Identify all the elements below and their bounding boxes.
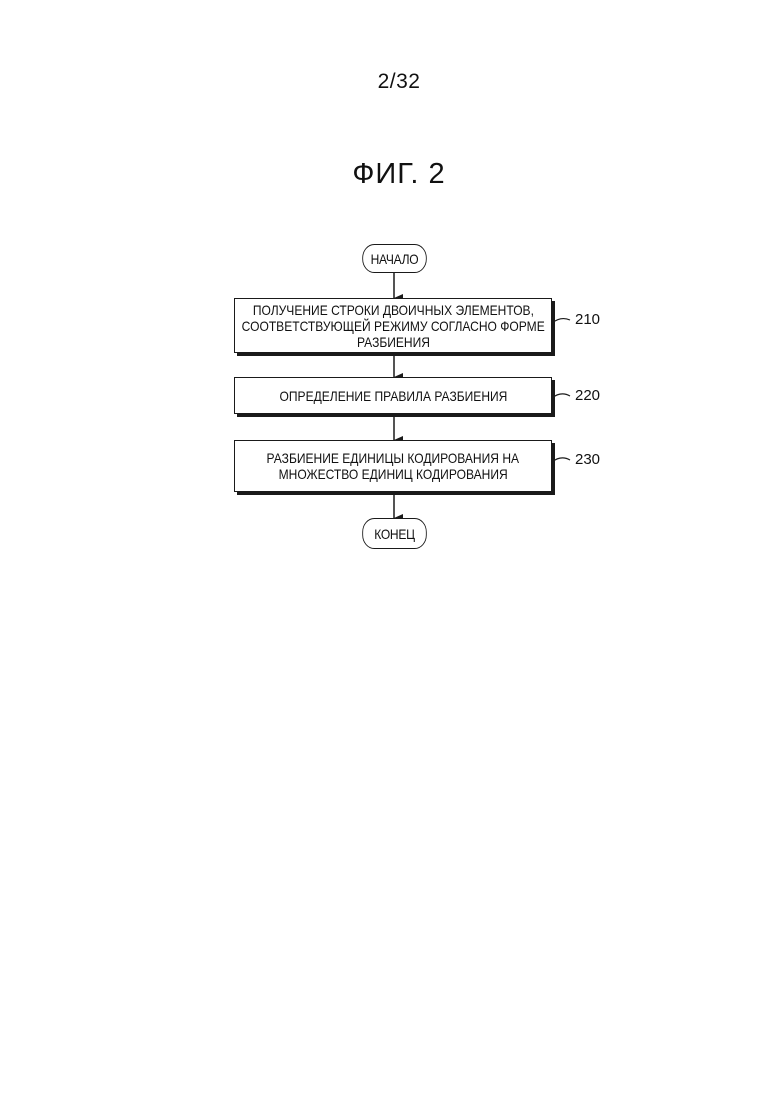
start-terminal: НАЧАЛО [362, 244, 427, 273]
step-230-line-1: РАЗБИЕНИЕ ЕДИНИЦЫ КОДИРОВАНИЯ НА [267, 450, 520, 466]
leader-230 [552, 458, 570, 462]
step-230-line-2: МНОЖЕСТВО ЕДИНИЦ КОДИРОВАНИЯ [278, 466, 507, 482]
step-210-line-1: ПОЛУЧЕНИЕ СТРОКИ ДВОИЧНЫХ ЭЛЕМЕНТОВ, [252, 302, 533, 318]
end-terminal: КОНЕЦ [362, 518, 427, 549]
step-220-line-1: ОПРЕДЕЛЕНИЕ ПРАВИЛА РАЗБИЕНИЯ [279, 388, 507, 404]
ref-numeral-220: 220 [575, 387, 600, 404]
start-label: НАЧАЛО [371, 251, 419, 267]
end-label: КОНЕЦ [374, 526, 415, 542]
step-210-line-2: СООТВЕТСТВУЮЩЕЙ РЕЖИМУ СОГЛАСНО ФОРМЕ [241, 318, 544, 334]
leader-210 [552, 319, 570, 323]
ref-numeral-230: 230 [575, 451, 600, 468]
leader-220 [552, 394, 570, 398]
step-box-220: ОПРЕДЕЛЕНИЕ ПРАВИЛА РАЗБИЕНИЯ [234, 377, 552, 414]
step-box-210: ПОЛУЧЕНИЕ СТРОКИ ДВОИЧНЫХ ЭЛЕМЕНТОВ, СОО… [234, 298, 552, 353]
ref-numeral-210: 210 [575, 311, 600, 328]
step-210-line-3: РАЗБИЕНИЯ [356, 334, 429, 350]
step-box-230: РАЗБИЕНИЕ ЕДИНИЦЫ КОДИРОВАНИЯ НА МНОЖЕСТ… [234, 440, 552, 492]
